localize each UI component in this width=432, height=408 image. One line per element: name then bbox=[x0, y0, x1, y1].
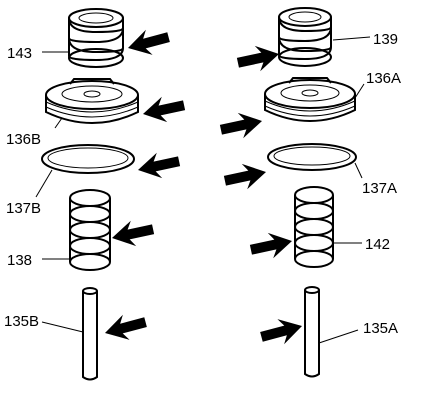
label-137A: 137A bbox=[362, 180, 397, 197]
shim-137A bbox=[267, 143, 357, 171]
label-136A: 136A bbox=[366, 70, 401, 87]
arrow-137B bbox=[135, 148, 182, 183]
spring-143 bbox=[68, 8, 124, 68]
label-139: 139 bbox=[373, 31, 398, 48]
label-136B: 136B bbox=[6, 131, 41, 148]
rotator-136A bbox=[264, 77, 356, 122]
arrow-135B bbox=[101, 309, 149, 346]
arrow-136B bbox=[140, 92, 187, 127]
arrow-136A bbox=[218, 108, 265, 143]
arrow-143 bbox=[124, 24, 172, 61]
arrow-135A bbox=[258, 313, 306, 350]
label-142: 142 bbox=[365, 236, 390, 253]
shim-137B bbox=[41, 144, 135, 174]
spring-138 bbox=[69, 189, 111, 271]
spring-142 bbox=[294, 186, 334, 268]
label-138: 138 bbox=[7, 252, 32, 269]
arrow-138 bbox=[109, 216, 156, 251]
leader-lines bbox=[35, 36, 371, 344]
arrow-137A bbox=[222, 159, 269, 194]
pin-135A bbox=[304, 286, 320, 378]
label-135B: 135B bbox=[4, 313, 39, 330]
arrow-139 bbox=[235, 41, 282, 76]
spring-139 bbox=[278, 7, 332, 67]
pin-135B bbox=[82, 287, 98, 381]
label-143: 143 bbox=[7, 45, 32, 62]
label-137B: 137B bbox=[6, 200, 41, 217]
arrow-142 bbox=[248, 228, 295, 263]
rotator-136B bbox=[45, 78, 139, 124]
label-135A: 135A bbox=[363, 320, 398, 337]
